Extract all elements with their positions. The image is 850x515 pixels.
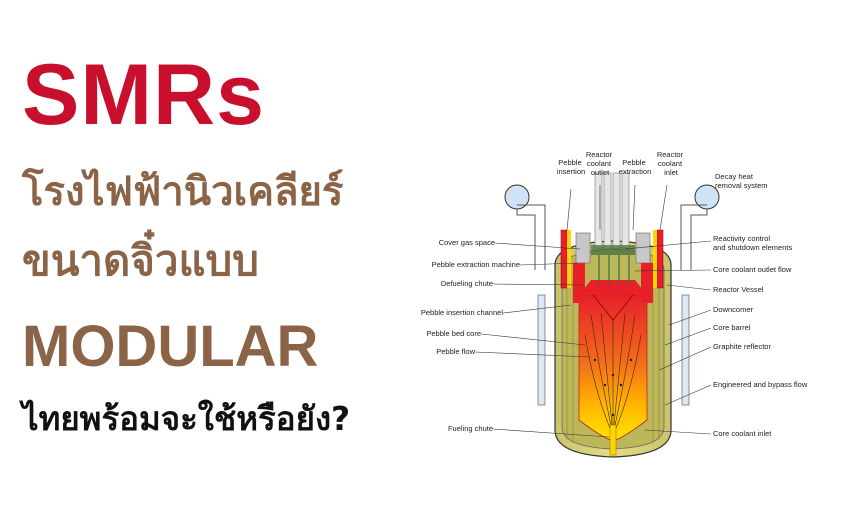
decay-heat-loop-right [680, 184, 720, 406]
label-engineered-bypass-flow: Engineered and bypass flow [713, 380, 808, 389]
label-pebble-insertion-channel: Pebble insertion channel [421, 308, 503, 317]
headline-line-4: ไทยพร้อมจะใช้หรือยัง? [22, 399, 351, 438]
headline-line-2: ขนาดจิ๋วแบบ [22, 236, 259, 285]
label-core-coolant-inlet: Core coolant inlet [713, 429, 772, 438]
label-pebble-extraction-machine: Pebble extraction machine [432, 260, 520, 269]
label-pebble-extraction: Pebble extraction [619, 158, 652, 176]
label-fueling-chute: Fueling chute [448, 424, 493, 433]
label-pebble-insertion: Pebble insertion [557, 158, 585, 176]
label-reactor-coolant-inlet: Reactor coolant inlet [657, 150, 685, 177]
label-downcomer: Downcomer [713, 305, 754, 314]
fueling-chute [609, 424, 617, 456]
label-graphite-reflector: Graphite reflector [713, 342, 771, 351]
label-reactivity-control: Reactivity control and shutdown elements [713, 234, 792, 252]
headline-line-3: MODULAR [22, 314, 319, 379]
decay-heat-loop-left [504, 184, 546, 406]
title-smrs: SMRs [22, 47, 265, 143]
label-reactor-vessel: Reactor Vessel [713, 285, 764, 294]
top-assemblies [560, 172, 664, 303]
leader-lines [474, 184, 712, 438]
label-reactor-coolant-outlet: Reactor coolant outlet [586, 150, 614, 177]
label-core-coolant-outlet-flow: Core coolant outlet flow [713, 265, 792, 274]
label-core-barrel: Core barrel [713, 323, 751, 332]
label-pebble-bed-core: Pebble bed core [426, 329, 481, 338]
pebble-bed-core [578, 280, 648, 442]
label-defueling-chute: Defueling chute [441, 279, 493, 288]
reactor-diagram: Pebble insertion Reactor coolant outlet … [421, 150, 808, 458]
headline-line-1: โรงไฟฟ้านิวเคลียร์ [22, 169, 344, 215]
label-decay-heat: Decay heat removal system [715, 172, 768, 190]
label-pebble-flow: Pebble flow [436, 347, 475, 356]
label-cover-gas-space: Cover gas space [439, 238, 495, 247]
